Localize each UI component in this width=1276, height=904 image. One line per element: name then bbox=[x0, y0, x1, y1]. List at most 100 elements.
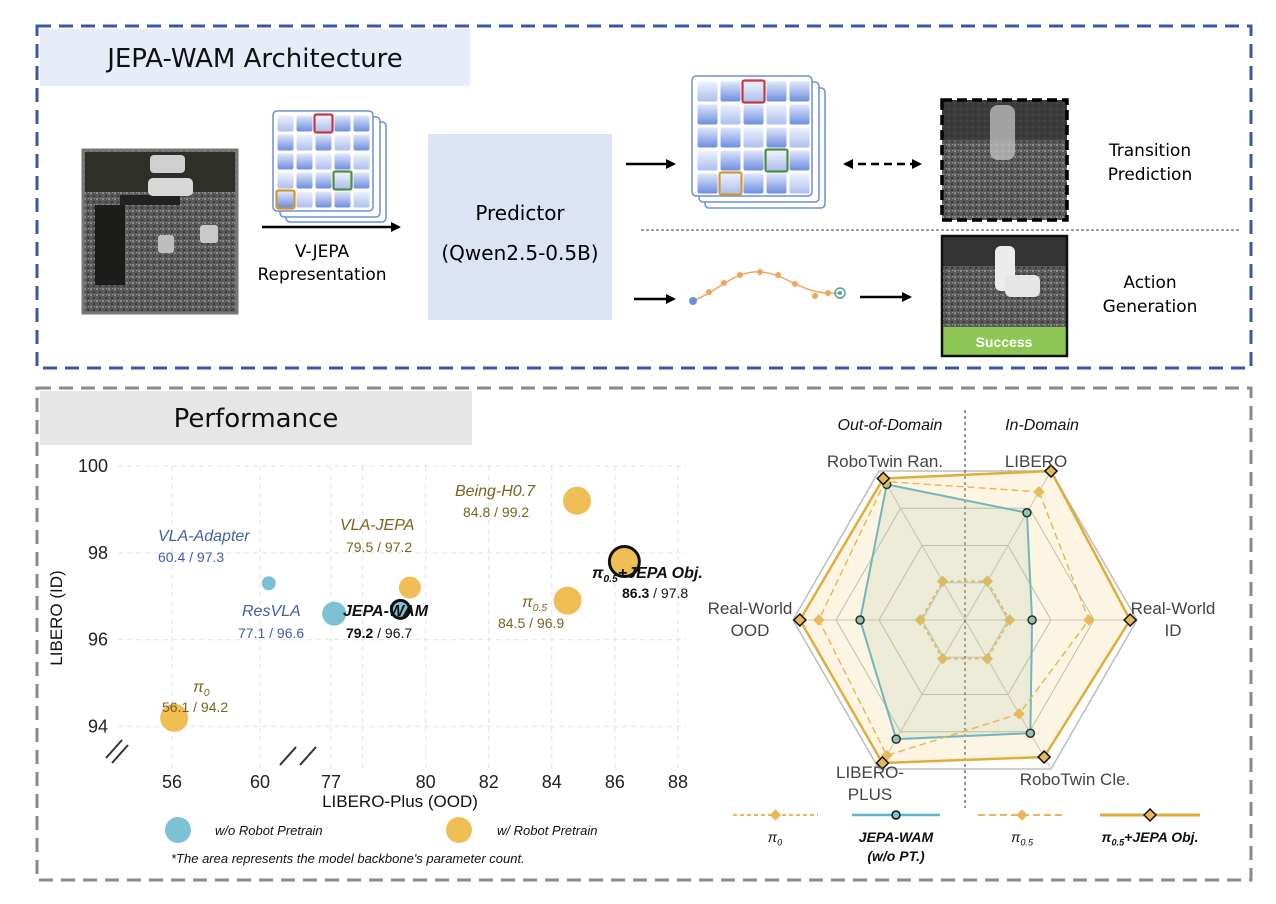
point-value-label: 86.3 / 97.8 bbox=[622, 585, 688, 601]
radar-point-marker bbox=[1025, 728, 1036, 738]
radar-point-marker bbox=[891, 810, 901, 820]
radar-spoke bbox=[964, 470, 1052, 621]
token-cell bbox=[697, 173, 718, 194]
token-cell bbox=[277, 191, 294, 208]
token-cell bbox=[277, 153, 294, 170]
legend-label: π0.5 bbox=[1011, 829, 1034, 848]
radar-spoke bbox=[878, 619, 966, 770]
token-cell bbox=[353, 191, 370, 208]
point-name-label: π0 bbox=[193, 679, 210, 699]
token-cell bbox=[720, 81, 741, 102]
radar-point-marker bbox=[1043, 463, 1059, 479]
radar-point-marker bbox=[875, 755, 890, 771]
radar-point-marker bbox=[1022, 508, 1032, 518]
point-name-label: VLA-Adapter bbox=[158, 528, 250, 545]
radar-axis-label: OOD bbox=[731, 621, 770, 640]
radar-point-marker bbox=[813, 614, 825, 626]
token-cell bbox=[789, 104, 810, 125]
token-cell bbox=[743, 150, 764, 171]
token-cell bbox=[743, 81, 764, 102]
axis-break-mark bbox=[105, 739, 123, 759]
predictor-label-line2: (Qwen2.5-0.5B) bbox=[441, 241, 598, 265]
radar-point-marker bbox=[1033, 486, 1045, 498]
token-cell bbox=[766, 81, 787, 102]
highlighted-token bbox=[313, 113, 334, 134]
radar-axis-label: Real-World bbox=[1131, 599, 1216, 618]
radar-point-marker bbox=[769, 809, 782, 821]
radar-axis-label: LIBERO bbox=[1005, 452, 1067, 471]
token-cell bbox=[789, 150, 810, 171]
radar-spoke bbox=[878, 470, 966, 621]
token-cell bbox=[353, 134, 370, 151]
performance-border bbox=[35, 386, 1253, 882]
radar-point-marker bbox=[914, 614, 926, 626]
token-cell bbox=[766, 173, 787, 194]
legend-label: (w/o PT.) bbox=[867, 848, 925, 864]
axis-break-mark bbox=[279, 746, 297, 766]
action-label-line1: Action bbox=[1123, 273, 1176, 293]
token-cell bbox=[353, 153, 370, 170]
scatter-point bbox=[160, 703, 189, 732]
token-cell bbox=[789, 127, 810, 148]
radar-point-marker bbox=[1004, 614, 1016, 626]
token-cell bbox=[353, 115, 370, 132]
point-name-label: π0.5 bbox=[522, 594, 547, 614]
token-cell bbox=[334, 153, 351, 170]
token-cell bbox=[296, 172, 313, 189]
token-cell bbox=[334, 115, 351, 132]
predictor-block bbox=[428, 134, 612, 320]
action-trajectory bbox=[689, 269, 846, 305]
point-name-label: π0.5+JEPA Obj. bbox=[592, 565, 703, 585]
transition-label-line2: Prediction bbox=[1108, 165, 1192, 185]
token-cell bbox=[296, 191, 313, 208]
x-tick-label: 56 bbox=[162, 772, 182, 792]
in-domain-label: In-Domain bbox=[1005, 417, 1079, 434]
legend-blue-marker bbox=[165, 817, 191, 843]
radar-point-marker bbox=[1037, 749, 1052, 765]
point-name-label: ResVLA bbox=[242, 603, 301, 620]
token-cell bbox=[296, 134, 313, 151]
radar-point-marker bbox=[1013, 708, 1025, 720]
x-tick-label: 82 bbox=[479, 772, 499, 792]
scatter-point bbox=[261, 576, 276, 591]
y-tick-label: 100 bbox=[78, 456, 108, 476]
architecture-title: JEPA-WAM Architecture bbox=[105, 44, 403, 74]
legend-label: π0.5+JEPA Obj. bbox=[1102, 829, 1199, 848]
x-tick-label: 77 bbox=[321, 772, 341, 792]
legend-orange-label: w/ Robot Pretrain bbox=[497, 823, 597, 838]
radar-point-marker bbox=[936, 575, 949, 587]
radar-point-marker bbox=[981, 653, 994, 665]
token-cell bbox=[277, 115, 294, 132]
token-cell bbox=[743, 127, 764, 148]
token-cell bbox=[789, 81, 810, 102]
radar-point-marker bbox=[1016, 809, 1028, 821]
radar-point-marker bbox=[855, 615, 865, 625]
legend-orange-marker bbox=[446, 817, 472, 843]
highlighted-token bbox=[764, 148, 789, 173]
highlighted-token bbox=[275, 189, 296, 210]
token-cell bbox=[334, 134, 351, 151]
legend-blue-label: w/o Robot Pretrain bbox=[215, 823, 323, 838]
performance-title: Performance bbox=[174, 404, 339, 434]
performance-title-bg bbox=[40, 391, 472, 445]
predictor-label-line1: Predictor bbox=[475, 201, 565, 225]
architecture-border bbox=[35, 24, 1253, 370]
y-tick-label: 96 bbox=[88, 630, 108, 650]
scatter-footnote: *The area represents the model backbone'… bbox=[171, 851, 525, 866]
point-name-label: Being-H0.7 bbox=[455, 483, 536, 500]
success-label: Success bbox=[976, 334, 1033, 350]
token-cell bbox=[766, 104, 787, 125]
point-value-label: 77.1 / 96.6 bbox=[238, 625, 304, 641]
token-cell bbox=[720, 127, 741, 148]
token-cell bbox=[315, 191, 332, 208]
token-cell bbox=[315, 172, 332, 189]
y-axis-label: LIBERO (ID) bbox=[47, 570, 66, 665]
point-value-label: 79.2 / 96.7 bbox=[346, 625, 412, 641]
legend-label: JEPA-WAM bbox=[859, 829, 934, 845]
radar-point-marker bbox=[891, 734, 901, 744]
radar-axis-label: LIBERO- bbox=[836, 763, 904, 782]
token-cell bbox=[334, 191, 351, 208]
